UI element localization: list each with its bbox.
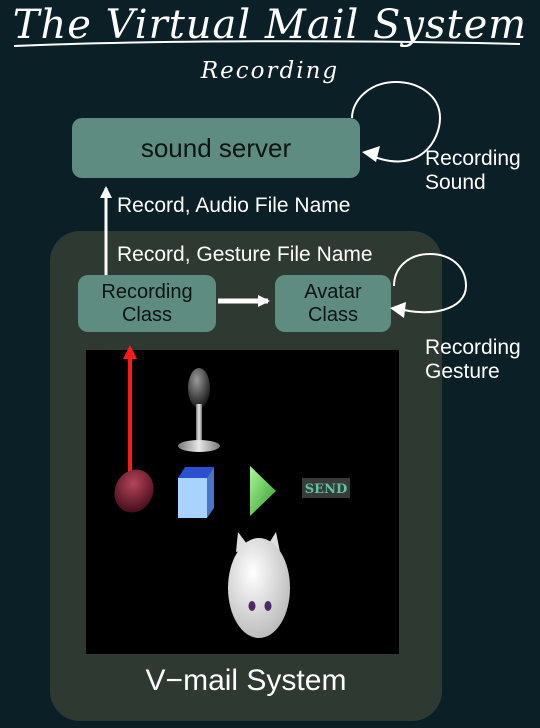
sound-server-node: sound server <box>72 118 360 178</box>
record-ball-icon <box>114 469 154 513</box>
loop-label-recording-gesture: Recording Gesture <box>425 336 521 384</box>
loop-recording-gesture <box>393 252 468 314</box>
edge-label-record-gesture: Record, Gesture File Name <box>117 243 373 266</box>
avatar-class-node: Avatar Class <box>275 275 391 332</box>
recording-class-label-line2: Class <box>121 303 172 326</box>
vmail-system-label: V−mail System <box>145 664 347 697</box>
microphone-icon <box>178 368 220 452</box>
loop-label-recording-gesture-line2: Gesture <box>425 360 500 383</box>
send-label: SEND <box>305 482 347 497</box>
recording-class-node: Recording Class <box>78 275 216 332</box>
edge-label-record-audio: Record, Audio File Name <box>117 194 351 217</box>
loop-recording-sound <box>351 80 442 163</box>
cat-avatar-icon <box>228 532 290 638</box>
diagram-subtitle: Recording <box>200 58 340 84</box>
avatar-class-label-line2: Class <box>307 303 358 326</box>
recording-class-label-line1: Recording <box>101 280 193 303</box>
loop-label-recording-sound-line2: Sound <box>425 171 486 194</box>
loop-label-recording-sound-line1: Recording <box>425 147 521 170</box>
play-icon <box>250 466 276 516</box>
loop-recording-sound-arrowhead <box>362 146 380 162</box>
loop-recording-gesture-arrowhead <box>390 302 406 318</box>
cube-icon <box>178 467 214 518</box>
send-button[interactable]: SEND <box>302 478 350 498</box>
loop-label-recording-sound: Recording Sound <box>425 147 521 195</box>
loop-label-recording-gesture-line1: Recording <box>425 336 521 359</box>
avatar-class-label-line1: Avatar <box>304 280 362 303</box>
sound-server-label: sound server <box>140 132 292 163</box>
